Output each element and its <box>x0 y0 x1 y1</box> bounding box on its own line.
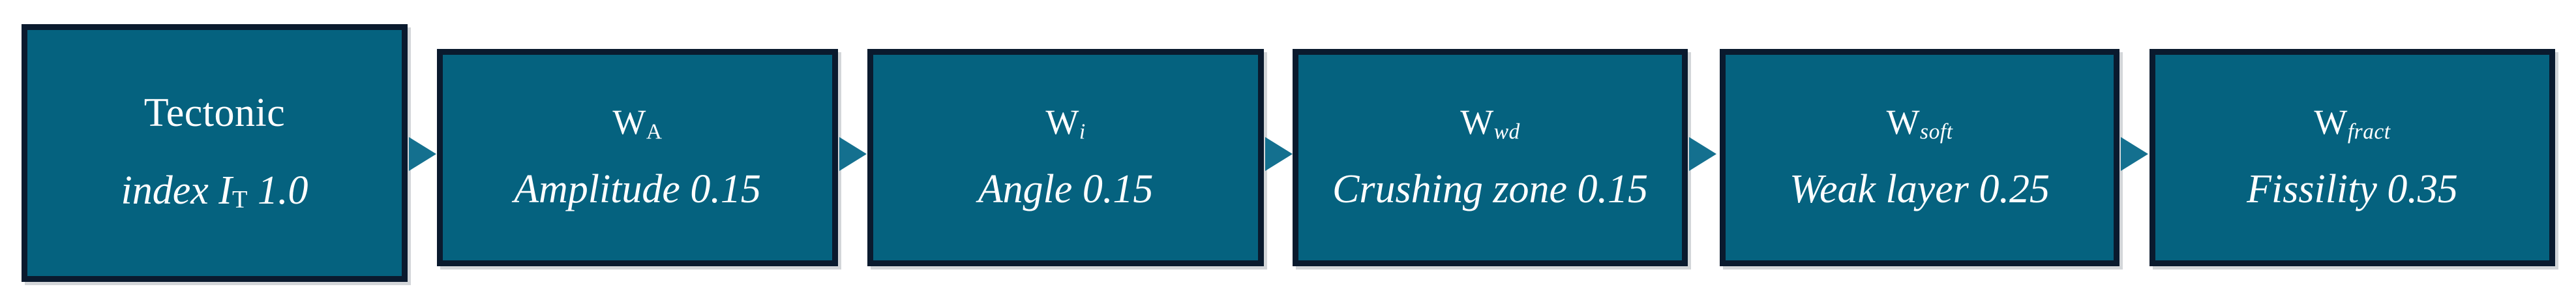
node-label-fissility: Fissility 0.35 <box>2247 168 2458 211</box>
node-symbol-amplitude: WA <box>612 104 662 143</box>
node-label-tectonic-index: index IT 1.0 <box>121 170 308 213</box>
node-symbol-weak-layer: Wsoft <box>1887 104 1953 143</box>
node-symbol-base: W <box>1460 102 1494 142</box>
node-symbol-base: W <box>1886 102 1921 142</box>
node-label-text: Angle <box>978 167 1073 212</box>
flow-node-tectonic-index[interactable]: Tectonic index IT 1.0 <box>22 24 408 282</box>
node-value: 0.35 <box>2387 167 2458 212</box>
flow-node-crushing-zone[interactable]: Wwd Crushing zone 0.15 <box>1293 49 1688 266</box>
flow-node-amplitude[interactable]: WA Amplitude 0.15 <box>437 49 838 266</box>
node-symbol-subscript: soft <box>1920 119 1953 144</box>
node-label-angle: Angle 0.15 <box>978 168 1154 211</box>
flow-arrow-1 <box>409 137 436 171</box>
node-symbol-fissility: Wfract <box>2314 104 2390 143</box>
node-symbol-subscript: i <box>1079 119 1086 144</box>
node-value: 0.15 <box>1577 167 1648 212</box>
node-label-amplitude: Amplitude 0.15 <box>514 168 761 211</box>
flow-node-weak-layer[interactable]: Wsoft Weak layer 0.25 <box>1720 49 2119 266</box>
node-value: 1.0 <box>257 168 308 213</box>
node-label-crushing-zone: Crushing zone 0.15 <box>1332 168 1648 211</box>
node-label-text: Weak layer <box>1790 167 1969 212</box>
node-value: 0.25 <box>1979 167 2050 212</box>
node-symbol-angle: Wi <box>1045 104 1085 143</box>
node-symbol-base: Tectonic <box>143 91 286 136</box>
flow-arrow-2 <box>839 137 867 171</box>
node-symbol-subscript: fract <box>2347 119 2391 144</box>
node-symbol-subscript: wd <box>1493 119 1520 144</box>
node-label-text: Amplitude <box>514 167 680 212</box>
node-symbol-base: W <box>1045 102 1079 142</box>
node-value: 0.15 <box>1082 167 1154 212</box>
node-symbol-subscript: A <box>646 119 663 144</box>
flow-node-fissility[interactable]: Wfract Fissility 0.35 <box>2149 49 2555 266</box>
flow-arrow-4 <box>1689 137 1716 171</box>
flow-arrow-3 <box>1265 137 1293 171</box>
node-symbol-tectonic-index: Tectonic <box>144 93 286 133</box>
node-label-subscript: T <box>232 186 248 214</box>
node-symbol-base: W <box>2314 102 2348 142</box>
node-value: 0.15 <box>690 167 761 212</box>
node-label-text: Crushing zone <box>1332 167 1567 212</box>
node-label-text: Fissility <box>2247 167 2377 212</box>
flow-node-angle[interactable]: Wi Angle 0.15 <box>867 49 1264 266</box>
node-symbol-crushing-zone: Wwd <box>1460 104 1520 143</box>
node-label-text: index I <box>121 168 232 213</box>
node-symbol-base: W <box>612 102 646 142</box>
node-label-weak-layer: Weak layer 0.25 <box>1790 168 2050 211</box>
flow-arrow-5 <box>2121 137 2148 171</box>
